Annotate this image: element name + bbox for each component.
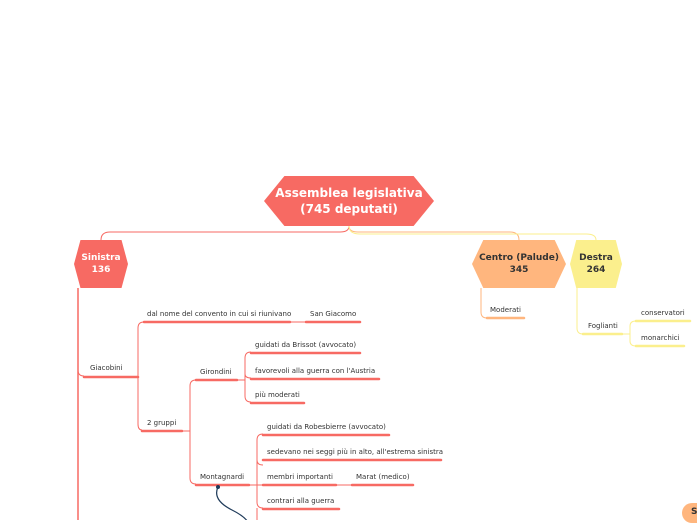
connector-girondini-children: [237, 351, 252, 403]
node-convento[interactable]: dal nome del convento in cui si riunivan…: [147, 310, 292, 318]
topic-centro[interactable]: Centro (Palude) 345: [472, 240, 566, 288]
relation-connector-start: [216, 485, 220, 489]
node-piu-moderati[interactable]: più moderati: [255, 391, 300, 399]
node-foglianti[interactable]: Foglianti: [588, 322, 618, 330]
node-conservatori[interactable]: conservatori: [641, 309, 685, 317]
topic-partial-offscreen[interactable]: S: [682, 503, 697, 523]
connector-duegruppi-children: [182, 379, 197, 485]
node-san-giacomo[interactable]: San Giacomo: [310, 310, 357, 318]
node-guidati-brissot[interactable]: guidati da Brissot (avvocato): [255, 341, 357, 349]
node-sedevano[interactable]: sedevano nei seggi più in alto, all'estr…: [267, 448, 444, 456]
topic-sinistra[interactable]: Sinistra 136: [74, 240, 128, 288]
node-marat[interactable]: Marat (medico): [356, 473, 410, 481]
node-guidati-robespierre[interactable]: guidati da Robesbierre (avvocato): [267, 423, 386, 431]
node-giacobini[interactable]: Giacobini: [90, 364, 123, 372]
node-moderati[interactable]: Moderati: [490, 306, 521, 314]
relation-connector-montagnardi: [216, 486, 248, 520]
node-due-gruppi[interactable]: 2 gruppi: [147, 419, 177, 427]
connector-root-destra: [348, 225, 597, 241]
node-membri-importanti[interactable]: membri importanti: [267, 473, 333, 481]
node-contrari-guerra[interactable]: contrari alla guerra: [267, 497, 335, 505]
connector-foglianti-children: [622, 320, 637, 347]
node-girondini[interactable]: Girondini: [200, 368, 232, 376]
connector-root-sinistra: [100, 225, 350, 241]
node-monarchici[interactable]: monarchici: [641, 334, 680, 342]
root-topic[interactable]: Assemblea legislativa (745 deputati): [264, 176, 434, 226]
topic-destra[interactable]: Destra 264: [570, 240, 622, 288]
node-favorevoli-guerra[interactable]: favorevoli alla guerra con l'Austria: [255, 367, 376, 375]
node-montagnardi[interactable]: Montagnardi: [200, 473, 245, 481]
connector-montagnardi-children: [249, 433, 264, 520]
connector-destra-foglianti: [576, 288, 584, 335]
connector-giacobini-children: [137, 321, 145, 431]
connector-sinistra-giacobini: [77, 369, 85, 377]
connector-centro-moderati: [480, 288, 488, 319]
connector-root-centro: [348, 225, 520, 241]
